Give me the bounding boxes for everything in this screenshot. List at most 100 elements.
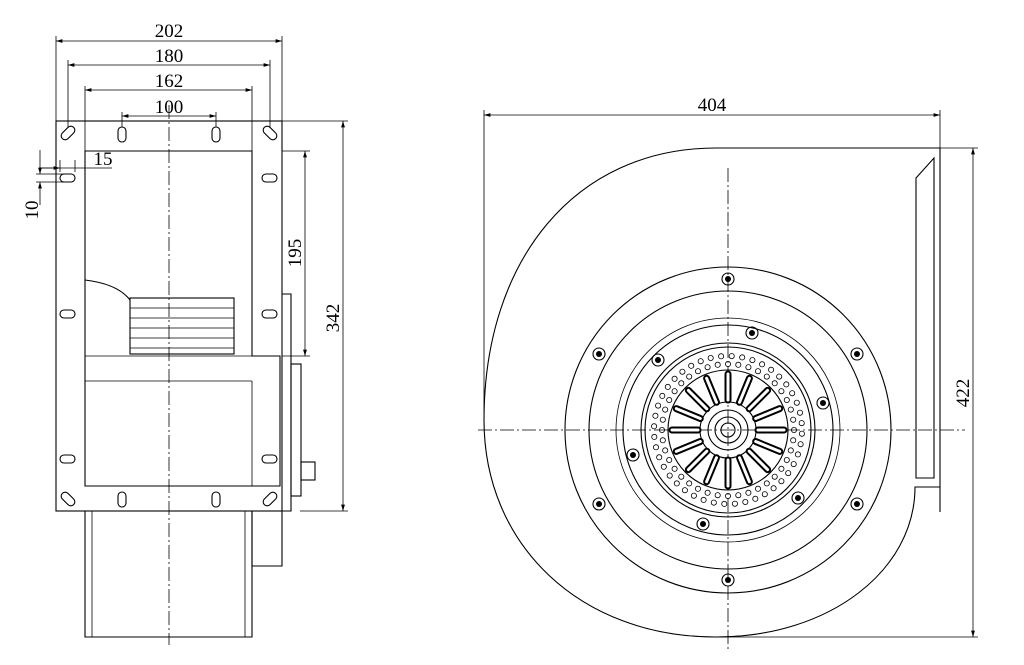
bolt-center bbox=[795, 495, 801, 501]
vent-hole bbox=[731, 500, 738, 507]
front-scroll-housing bbox=[483, 147, 940, 638]
vent-hole bbox=[739, 354, 746, 361]
vent-hole bbox=[790, 416, 797, 423]
bolt bbox=[850, 347, 864, 361]
bolt bbox=[721, 573, 735, 587]
bolt-center bbox=[820, 400, 826, 406]
bolt-center bbox=[630, 452, 636, 458]
vent-hole bbox=[653, 444, 660, 451]
bolt bbox=[721, 272, 735, 286]
vent-hole bbox=[735, 361, 742, 368]
side-view: 202 180 162 100 15 10 195 342 bbox=[22, 21, 348, 645]
vent-hole bbox=[681, 487, 688, 494]
bolt-center bbox=[655, 357, 661, 363]
vent-hole bbox=[688, 362, 695, 369]
bolt-center bbox=[749, 330, 755, 336]
vent-hole bbox=[745, 489, 752, 496]
vent-hole bbox=[783, 396, 790, 403]
vent-hole bbox=[771, 473, 778, 480]
vent-hole bbox=[697, 358, 704, 365]
vent-hole bbox=[651, 433, 658, 440]
vent-hole bbox=[725, 492, 732, 499]
bolt bbox=[816, 396, 830, 410]
vent-hole bbox=[695, 368, 702, 375]
vent-hole bbox=[666, 396, 673, 403]
hub-rib-inner bbox=[738, 456, 751, 484]
front-height-dimension: 422 bbox=[716, 147, 978, 638]
front-width-dimension: 404 bbox=[483, 95, 941, 420]
vent-hole bbox=[666, 472, 673, 479]
vent-hole bbox=[787, 406, 794, 413]
vent-hole bbox=[671, 375, 678, 382]
side-impeller bbox=[129, 297, 235, 355]
side-top-dimensions: 202 180 162 100 bbox=[55, 21, 283, 151]
dim-label-10: 10 bbox=[22, 201, 43, 220]
vent-hole bbox=[797, 441, 804, 448]
vent-hole bbox=[770, 485, 777, 492]
side-slot-dimensions: 15 10 bbox=[22, 149, 113, 220]
vent-hole bbox=[695, 485, 702, 492]
side-motor bbox=[84, 511, 253, 638]
vent-hole bbox=[771, 380, 778, 387]
hub-rib-inner bbox=[705, 456, 718, 484]
hub-rib-inner bbox=[754, 407, 782, 420]
vent-hole bbox=[664, 383, 671, 390]
hub-rib-inner bbox=[738, 376, 751, 404]
bolt bbox=[651, 353, 665, 367]
vent-hole bbox=[790, 461, 797, 468]
side-housing-outline bbox=[84, 150, 281, 487]
dim-label-180: 180 bbox=[155, 46, 184, 67]
vent-hole bbox=[755, 368, 762, 375]
vent-hole bbox=[660, 463, 667, 470]
vent-hole bbox=[700, 496, 707, 503]
bolt bbox=[696, 517, 710, 531]
front-view: 404 422 bbox=[478, 95, 978, 650]
dim-label-342: 342 bbox=[323, 304, 344, 333]
hub-rib-inner bbox=[674, 440, 702, 453]
vent-hole bbox=[725, 360, 732, 367]
bolt-center bbox=[725, 577, 731, 583]
vent-hole bbox=[652, 412, 659, 419]
dim-label-422: 422 bbox=[953, 379, 974, 408]
vent-hole bbox=[671, 465, 678, 472]
bolt-center bbox=[725, 276, 731, 282]
vent-hole bbox=[662, 406, 669, 413]
vent-hole bbox=[783, 381, 790, 388]
vent-hole bbox=[793, 399, 800, 406]
bolt-center bbox=[854, 351, 860, 357]
vent-hole bbox=[759, 361, 766, 368]
bolt bbox=[745, 326, 759, 340]
hub-rib-inner bbox=[686, 449, 709, 472]
bolt bbox=[626, 448, 640, 462]
vent-hole bbox=[707, 354, 714, 361]
vent-hole bbox=[704, 489, 711, 496]
vent-hole bbox=[749, 357, 756, 364]
bolt-center bbox=[700, 521, 706, 527]
front-inlet-rings bbox=[564, 266, 892, 594]
vent-hole bbox=[778, 388, 785, 395]
vent-hole bbox=[662, 447, 669, 454]
vent-hole bbox=[651, 423, 658, 430]
bolt-center bbox=[854, 501, 860, 507]
hub-rib-inner bbox=[754, 440, 782, 453]
vent-hole bbox=[655, 402, 662, 409]
bolt-center bbox=[596, 351, 602, 357]
vent-hole bbox=[797, 409, 804, 416]
vent-hole bbox=[794, 451, 801, 458]
dim-label-202: 202 bbox=[155, 21, 184, 42]
vent-hole bbox=[768, 366, 775, 373]
vent-hole bbox=[745, 364, 752, 371]
vent-hole bbox=[659, 392, 666, 399]
front-outlet-flange bbox=[915, 148, 941, 512]
dim-label-162: 162 bbox=[155, 71, 184, 92]
bolt bbox=[791, 491, 805, 505]
vent-hole bbox=[710, 499, 717, 506]
vent-hole bbox=[787, 447, 794, 454]
vent-hole bbox=[656, 454, 663, 461]
vent-hole bbox=[659, 426, 666, 433]
front-bolts bbox=[592, 272, 864, 587]
side-right-dimensions: 195 342 bbox=[282, 120, 348, 512]
vent-hole bbox=[763, 480, 770, 487]
vent-hole bbox=[678, 380, 685, 387]
